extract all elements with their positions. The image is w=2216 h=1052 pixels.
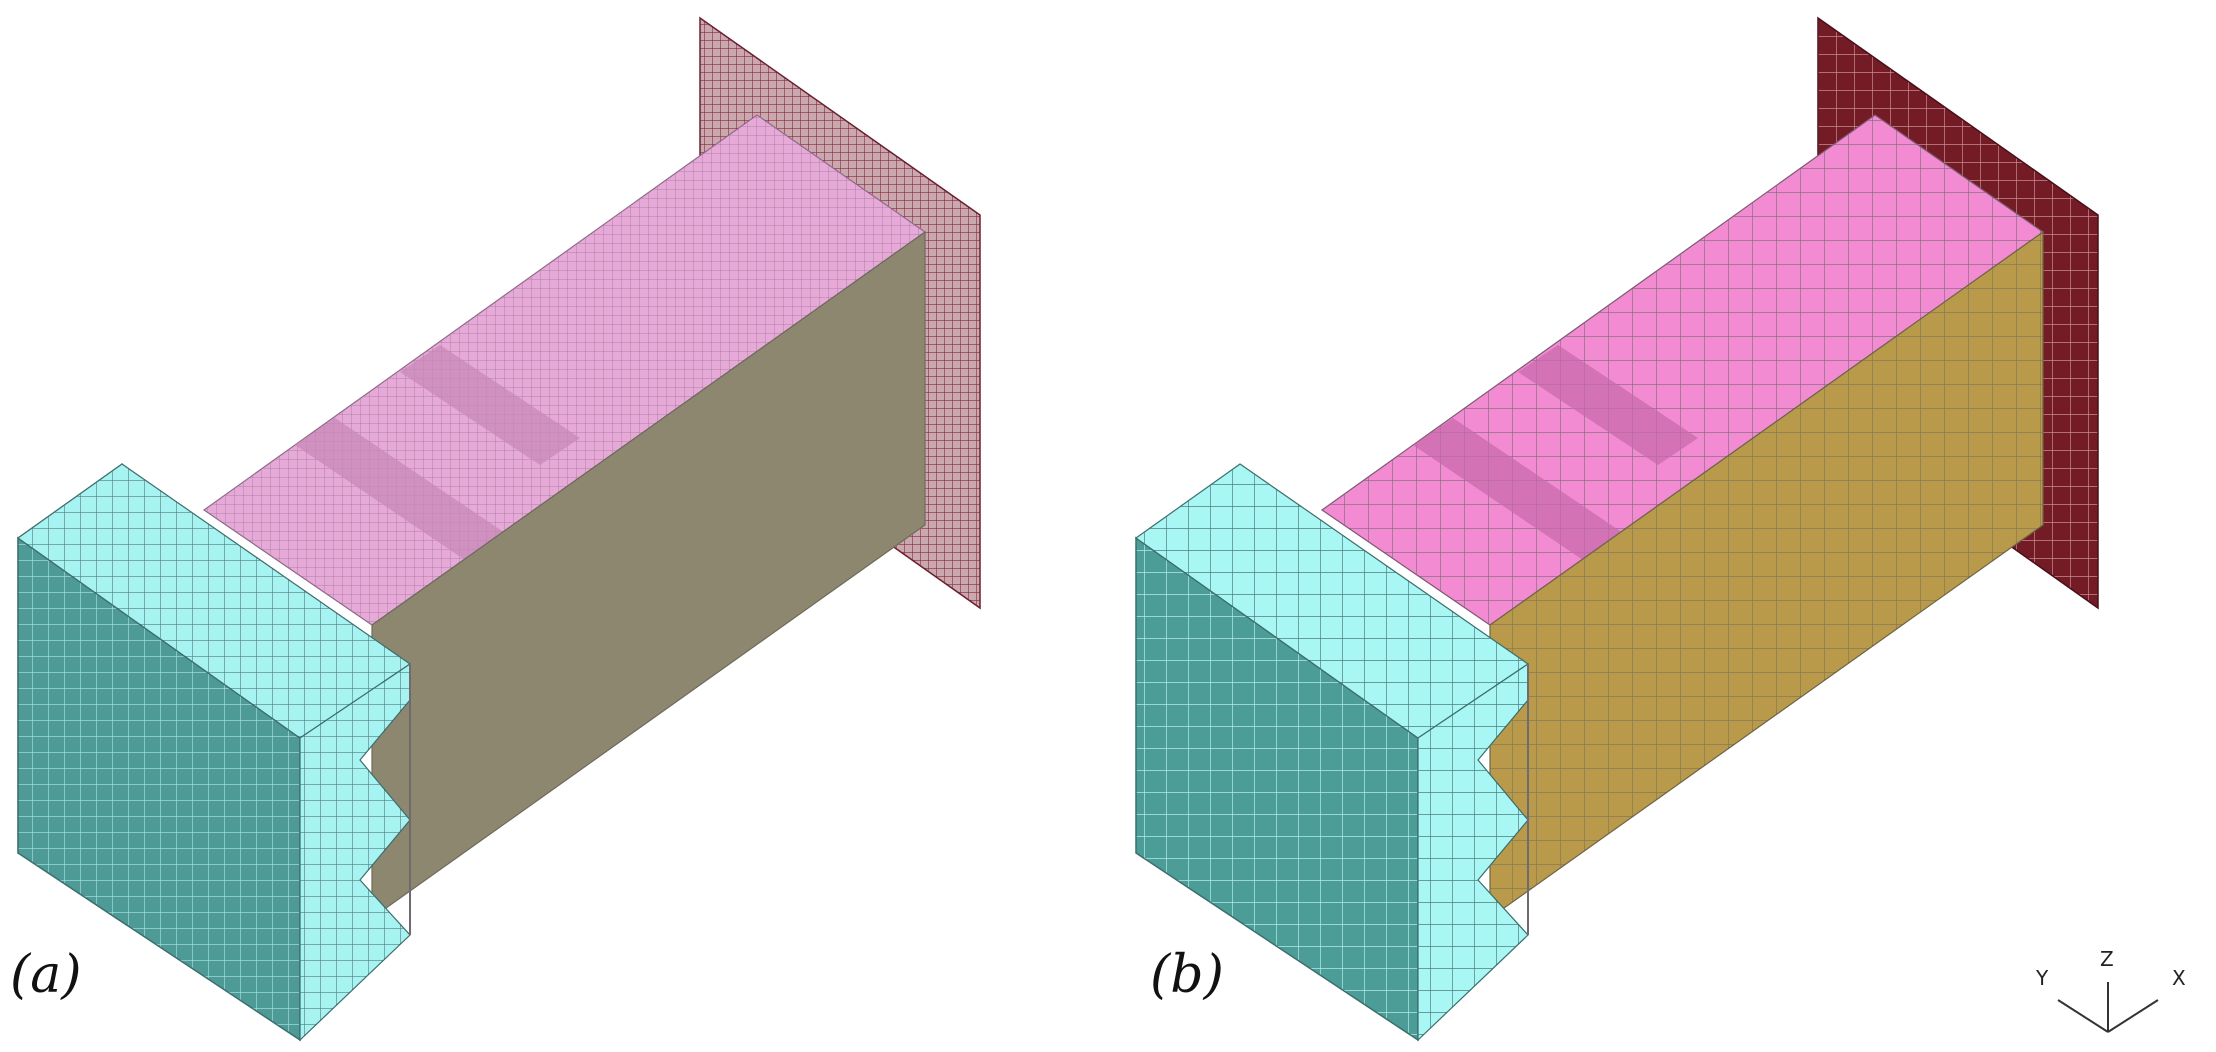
stiffener-band bbox=[1413, 418, 1623, 560]
panel-b: (b) bbox=[1134, 16, 2099, 1042]
panel-label-b: (b) bbox=[1150, 945, 1224, 1005]
panel-a: (a) bbox=[10, 16, 981, 1042]
panel-label-a: (a) bbox=[10, 945, 82, 1005]
z-axis-label: Z bbox=[2100, 947, 2114, 971]
x-axis-line bbox=[2107, 999, 2159, 1033]
stiffener-band bbox=[295, 418, 505, 560]
stiffener-band bbox=[400, 345, 580, 465]
stiffener-band bbox=[1518, 345, 1698, 465]
y-axis-line bbox=[2057, 999, 2109, 1033]
x-axis-label: X bbox=[2172, 966, 2186, 990]
axis-triad: Y Z X bbox=[2035, 947, 2186, 1033]
y-axis-label: Y bbox=[2035, 966, 2049, 990]
